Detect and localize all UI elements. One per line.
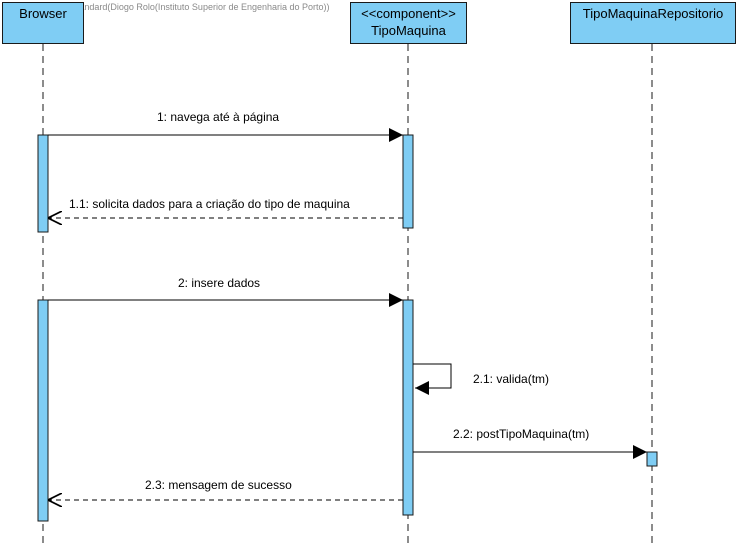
lifeline-repositorio-box: TipoMaquinaRepositorio [570,2,736,44]
message-2-1-arrow [413,363,452,395]
lifeline-repositorio-name: TipoMaquinaRepositorio [582,6,724,21]
activation-tipomaquina-1 [402,134,414,229]
message-1-1-label: 1.1: solicita dados para a criação do ti… [69,197,350,211]
message-1-label: 1: navega até à página [157,110,280,124]
lifeline-browser-box: Browser [2,2,84,44]
message-2-1-label: 2.1: valida(tm) [473,372,550,386]
activation-browser-1 [37,134,49,233]
watermark: Visual Paradigm Standard(Diogo Rolo(Inst… [3,2,330,12]
lifeline-browser-name: Browser [19,6,67,21]
lifeline-tipomaquina-stereotype: <<component>> [361,6,456,21]
message-2-label: 2: insere dados [178,276,261,290]
activation-tipomaquina-2 [402,299,414,516]
lifeline-tipomaquina-box: <<component>> TipoMaquina [350,2,467,44]
activation-repositorio-1 [646,451,658,467]
lifeline-tipomaquina-name: TipoMaquina [371,23,446,38]
message-2-3-label: 2.3: mensagem de sucesso [145,478,292,492]
message-2-2-label: 2.2: postTipoMaquina(tm) [453,427,590,441]
activation-browser-2 [37,299,49,522]
